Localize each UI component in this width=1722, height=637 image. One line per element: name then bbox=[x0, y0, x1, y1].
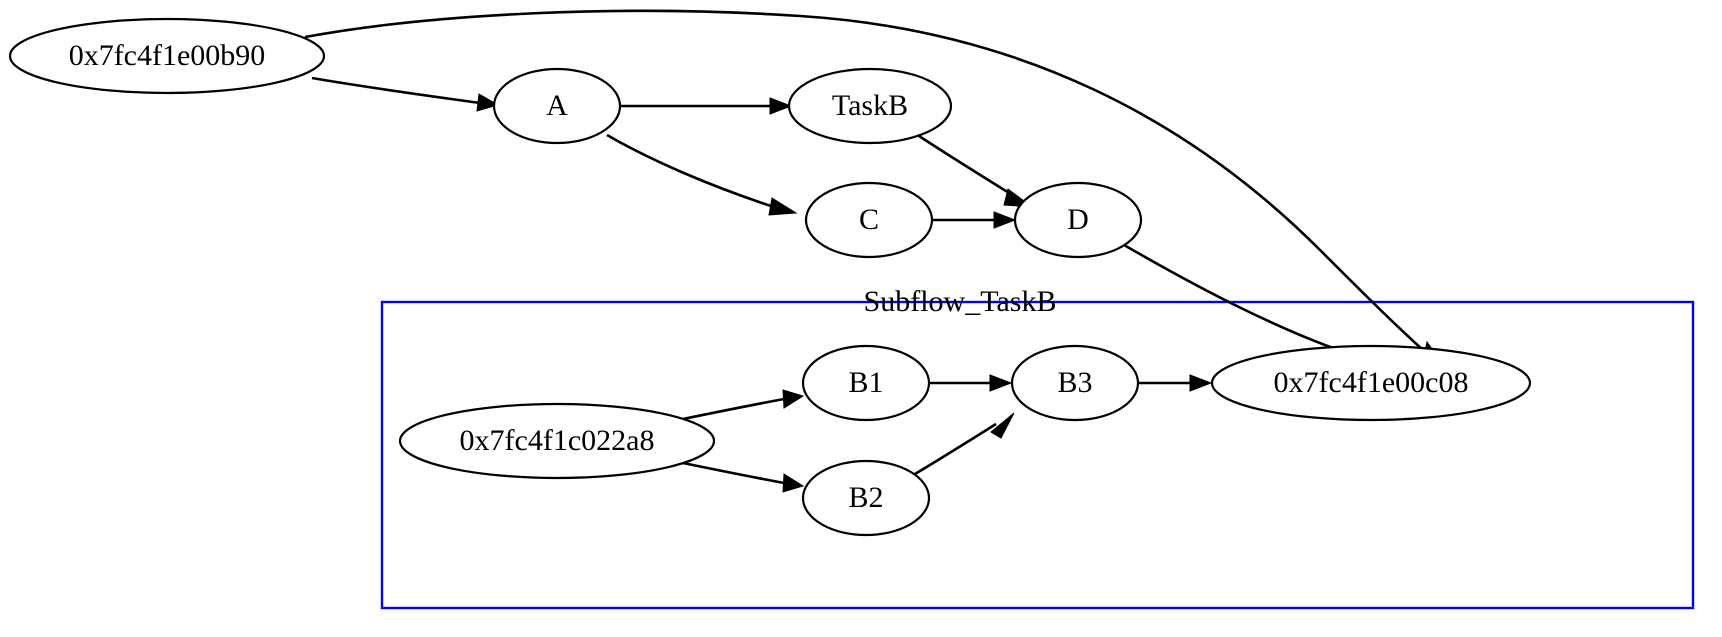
node-shape[interactable] bbox=[801, 344, 931, 422]
edge-path bbox=[682, 461, 785, 485]
node-b1[interactable]: B1 bbox=[801, 344, 931, 422]
node-b2[interactable]: B2 bbox=[801, 459, 931, 537]
edge-path bbox=[914, 422, 997, 476]
node-shape[interactable] bbox=[801, 459, 931, 537]
node-b3[interactable]: B3 bbox=[1010, 344, 1140, 422]
edge-a-to-taskb bbox=[621, 97, 793, 115]
edge-a-to-c bbox=[606, 133, 798, 216]
node-a[interactable]: A bbox=[492, 67, 622, 145]
edge-path bbox=[311, 76, 481, 105]
arrowhead-icon bbox=[990, 412, 1015, 439]
edge-taskb-to-d bbox=[918, 134, 1034, 208]
node-label: C bbox=[859, 203, 879, 236]
node-label: B3 bbox=[1057, 366, 1092, 399]
edge-path bbox=[682, 397, 785, 421]
edge-subflowin-to-b2 bbox=[682, 461, 805, 493]
node-shape[interactable] bbox=[8, 17, 326, 95]
edge-start-to-a bbox=[311, 76, 500, 112]
cluster-subflow-taskb: Subflow_TaskB bbox=[380, 285, 1695, 610]
node-c[interactable]: C bbox=[804, 181, 934, 259]
edge-c-to-d bbox=[933, 211, 1017, 229]
node-shape[interactable] bbox=[398, 402, 716, 480]
node-label: 0x7fc4f1e00c08 bbox=[1274, 366, 1469, 399]
node-taskb[interactable]: TaskB bbox=[787, 67, 953, 145]
node-start[interactable]: 0x7fc4f1e00b90 bbox=[8, 17, 326, 95]
node-label: D bbox=[1067, 203, 1089, 236]
node-shape[interactable] bbox=[1013, 181, 1143, 259]
node-end[interactable]: 0x7fc4f1e00c08 bbox=[1210, 344, 1532, 422]
node-label: 0x7fc4f1c022a8 bbox=[460, 424, 655, 457]
edge-path bbox=[1123, 243, 1377, 364]
arrowhead-icon bbox=[768, 197, 798, 216]
arrowhead-icon bbox=[782, 389, 805, 409]
node-d[interactable]: D bbox=[1013, 181, 1143, 259]
node-label: B2 bbox=[848, 481, 883, 514]
edge-subflowin-to-b1 bbox=[682, 389, 805, 421]
node-shape[interactable] bbox=[492, 67, 622, 145]
node-label: B1 bbox=[848, 366, 883, 399]
arrowhead-icon bbox=[769, 97, 793, 115]
node-shape[interactable] bbox=[1210, 344, 1532, 422]
edge-b3-to-end bbox=[1139, 374, 1213, 392]
cluster-border-rect bbox=[380, 300, 1695, 610]
arrowhead-icon bbox=[782, 473, 805, 493]
edge-b1-to-b3 bbox=[930, 374, 1013, 392]
edge-b2-to-b3 bbox=[914, 412, 1015, 476]
node-shape[interactable] bbox=[1010, 344, 1140, 422]
node-shape[interactable] bbox=[804, 181, 934, 259]
arrowhead-icon bbox=[993, 211, 1017, 229]
cluster-label: Subflow_TaskB bbox=[864, 285, 1057, 318]
edge-path bbox=[606, 133, 775, 209]
arrowhead-icon bbox=[989, 374, 1013, 392]
arrowhead-icon bbox=[476, 93, 500, 112]
edge-path bbox=[918, 134, 1015, 198]
node-subflow-in[interactable]: 0x7fc4f1c022a8 bbox=[398, 402, 716, 480]
arrowhead-icon bbox=[1189, 374, 1213, 392]
edge-path bbox=[304, 9, 1433, 359]
node-label: A bbox=[546, 89, 568, 122]
node-label: TaskB bbox=[832, 89, 908, 122]
node-shape[interactable] bbox=[787, 67, 953, 145]
node-label: 0x7fc4f1e00b90 bbox=[69, 39, 266, 72]
